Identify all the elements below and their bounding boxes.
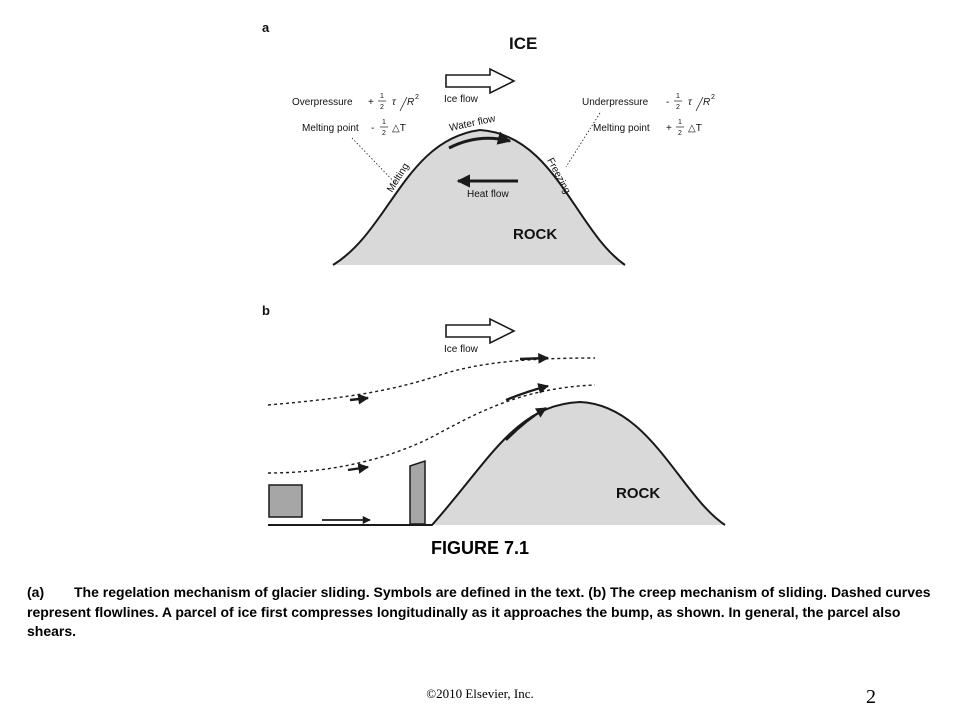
left-leader-line	[351, 137, 399, 187]
ice-flow-label-b: Ice flow	[444, 344, 479, 355]
right-underpressure-equation: Underpressure - 1 2 τ R 2	[582, 93, 715, 112]
flowline-lower	[267, 384, 596, 474]
svg-text:2: 2	[380, 104, 384, 111]
caption-text: The regelation mechanism of glacier slid…	[27, 584, 931, 639]
svg-text:2: 2	[382, 130, 386, 137]
svg-text:2: 2	[711, 94, 715, 101]
rock-bump-b	[432, 402, 725, 525]
page-number: 2	[866, 686, 876, 708]
flow-arrow-lower-2	[505, 383, 550, 402]
svg-text:1: 1	[380, 93, 384, 100]
svg-text:1: 1	[676, 93, 680, 100]
flowline-upper	[267, 357, 596, 406]
svg-text:1: 1	[382, 119, 386, 126]
svg-text:+: +	[666, 123, 672, 134]
svg-text:τ: τ	[688, 97, 693, 108]
left-overpressure-equation: Overpressure + 1 2 τ R 2	[292, 93, 419, 112]
water-flow-arrow	[448, 131, 512, 150]
svg-text:R: R	[703, 97, 710, 108]
svg-text:△T: △T	[688, 123, 702, 134]
figure-title: FIGURE 7.1	[430, 538, 530, 558]
left-melting-point-equation: Melting point - 1 2 △T	[302, 119, 406, 137]
svg-text:1: 1	[678, 119, 682, 126]
panel-b-label: b	[262, 303, 270, 318]
figure-7-1-diagram: a ICE ROCK Ice flow Water flow Heat flow…	[262, 20, 726, 526]
rock-label-a: ROCK	[513, 226, 557, 243]
right-melting-point-equation: Melting point + 1 2 △T	[593, 119, 702, 137]
ice-flow-label-a: Ice flow	[444, 94, 479, 105]
figure-caption: (a)The regelation mechanism of glacier s…	[27, 583, 939, 642]
svg-text:△T: △T	[392, 123, 406, 134]
rock-bump-a	[333, 130, 625, 265]
panel-a: a ICE ROCK Ice flow Water flow Heat flow…	[262, 20, 715, 266]
flow-arrow-lower-1	[347, 463, 370, 474]
svg-text:2: 2	[676, 104, 680, 111]
svg-text:Overpressure: Overpressure	[292, 97, 353, 108]
ice-parcel-square	[268, 484, 303, 518]
svg-text:2: 2	[415, 94, 419, 101]
right-leader-line	[565, 112, 601, 168]
svg-text:2: 2	[678, 130, 682, 137]
flow-arrow-upper-1	[349, 393, 370, 405]
svg-text:Underpressure: Underpressure	[582, 97, 649, 108]
svg-text:Melting point: Melting point	[302, 123, 359, 134]
rock-bump-a-outline	[332, 128, 626, 266]
svg-text:R: R	[407, 97, 414, 108]
copyright-notice: ©2010 Elsevier, Inc.	[426, 686, 534, 701]
heat-flow-label: Heat flow	[467, 189, 509, 200]
svg-text:τ: τ	[392, 97, 397, 108]
panel-a-label: a	[262, 20, 270, 35]
ice-flow-arrow-b	[445, 317, 516, 345]
flow-arrow-bump	[505, 406, 547, 441]
flow-arrow-upper-2	[519, 352, 550, 364]
ice-parcel-compressed	[409, 459, 426, 525]
svg-text:Melting point: Melting point	[593, 123, 650, 134]
ice-label: ICE	[509, 34, 537, 53]
ice-flow-arrow-a	[445, 67, 516, 95]
svg-text:+: +	[368, 97, 374, 108]
svg-text:-: -	[371, 123, 374, 134]
caption-tag: (a)	[27, 584, 45, 600]
rock-bump-b-outline	[268, 400, 726, 526]
rock-label-b: ROCK	[616, 485, 660, 502]
svg-text:-: -	[666, 97, 669, 108]
panel-b: b Ice flow ROCK	[262, 303, 726, 526]
